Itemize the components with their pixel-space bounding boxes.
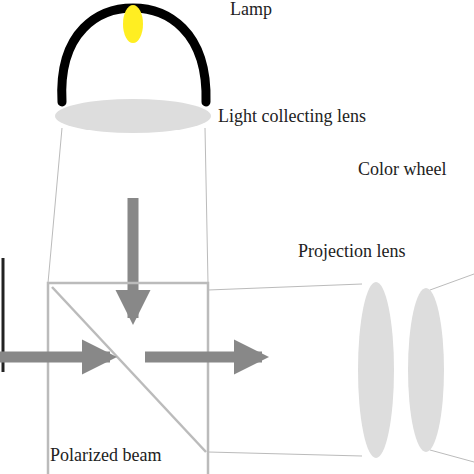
light-ray: [430, 274, 474, 290]
light-arrow: [145, 352, 262, 363]
collecting-lens: [55, 99, 211, 133]
beam-splitter-cube: [48, 283, 208, 474]
light-arrow: [0, 352, 110, 363]
light-ray: [48, 128, 62, 283]
light-ray: [430, 450, 474, 462]
color-wheel-label: Color wheel: [358, 160, 446, 180]
projection-lens: [358, 282, 394, 458]
projection-lens: [408, 288, 444, 452]
lens-label: Light collecting lens: [218, 107, 366, 127]
light-ray: [208, 452, 362, 456]
lamp-label: Lamp: [230, 0, 272, 20]
light-ray: [205, 128, 208, 283]
projection-lens-label: Projection lens: [298, 242, 405, 262]
light-ray: [208, 284, 362, 290]
splitter-label: Polarized beam: [50, 446, 161, 466]
light-arrow: [128, 198, 139, 318]
splitter-diagonal: [52, 287, 206, 452]
lamp-bulb: [123, 5, 143, 43]
